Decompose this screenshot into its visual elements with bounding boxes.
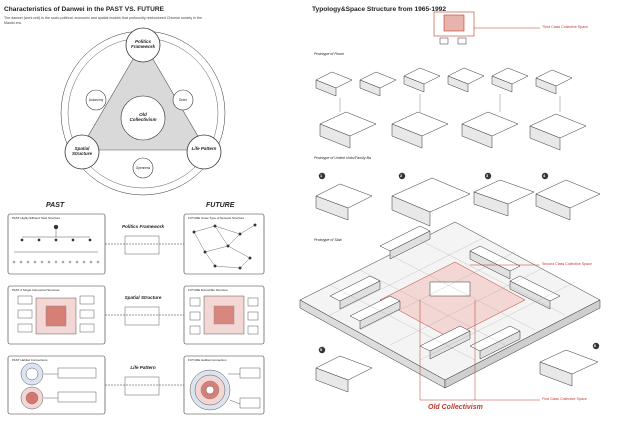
node-politics-framework: Politics Framework — [130, 39, 155, 49]
danwei-complex-axonometric — [299, 221, 601, 389]
prototype-room-label: Prototype of Room — [314, 52, 344, 56]
marker-1: 1 — [320, 173, 323, 178]
prototype-slab-label: Prototype of Slab — [314, 238, 342, 242]
third-class-space-label: Third Class Collective Space — [542, 25, 588, 29]
first-class-space-label: First Class Collective Space — [542, 397, 587, 401]
marker-4: 4 — [543, 173, 546, 178]
future-politics-panel — [183, 213, 265, 275]
right-title: Typology&Space Structure from 1965-1992 — [312, 6, 446, 13]
marker-3: 3 — [486, 173, 489, 178]
inner-order: Order — [178, 98, 188, 102]
second-class-space-label: Second Class Collective Space — [542, 262, 592, 266]
row-label-life: Life Pattern — [130, 365, 156, 370]
marker-6: 6 — [594, 343, 597, 348]
inner-openness: Openness — [135, 166, 151, 170]
row-label-spatial: Spatial Structure — [124, 295, 162, 300]
past-heading: PAST — [46, 202, 65, 209]
left-title: Characteristics of Danwei in the PAST VS… — [4, 6, 164, 13]
future-life-caption: FUTURE Habitat Connection — [188, 358, 227, 362]
past-spatial-caption: PAST A Single Introverted Structure — [12, 288, 60, 292]
past-politics-caption: PAST Highly Efficient Task Structure — [12, 216, 61, 220]
future-spatial-caption: FUTURE Extensible Structure — [188, 288, 228, 292]
node-spatial-structure: Spatial Structure — [71, 146, 92, 156]
center-old-collectivism: Old Collectivism — [129, 112, 157, 122]
node-life-pattern: Life Pattern — [191, 146, 217, 151]
prototype-unit-label: Prototype of United Units/Family Ba — [314, 156, 371, 160]
future-heading: FUTURE — [206, 202, 235, 209]
inner-autonomy: Autonomy — [88, 98, 104, 102]
left-description: The danwei (work unit) is the socio-poli… — [4, 16, 202, 25]
past-life-panel — [7, 355, 106, 415]
collectivism-cycle-diagram — [60, 27, 226, 196]
future-politics-caption: FUTURE Close Type of Network Structure — [188, 216, 245, 220]
marker-5: 5 — [320, 347, 323, 352]
past-life-caption: PAST Habitat Connections — [12, 358, 48, 362]
marker-2: 2 — [400, 173, 403, 178]
old-collectivism-title: Old Collectivism — [428, 404, 483, 411]
past-politics-panel — [7, 213, 106, 275]
row-label-politics: Politics Framework — [121, 224, 165, 229]
